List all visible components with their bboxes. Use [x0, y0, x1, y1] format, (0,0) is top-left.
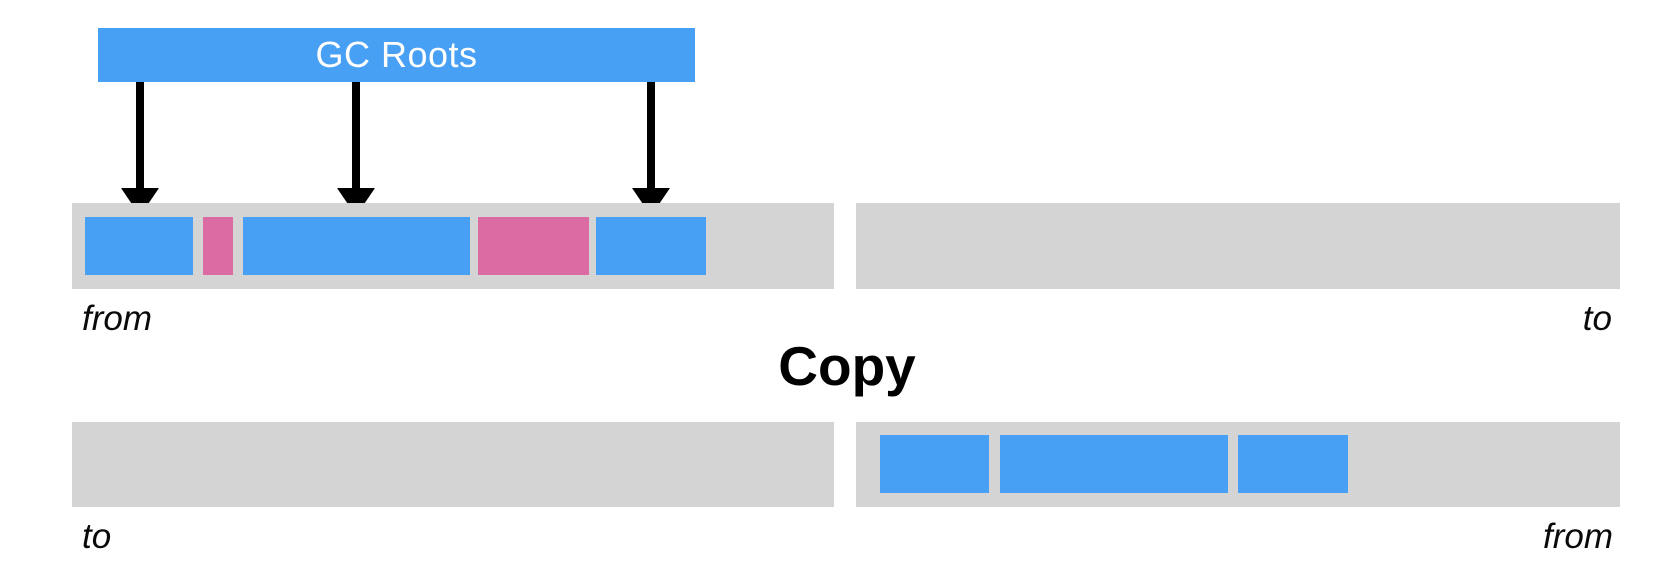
- root-pointer-arrow-icon: [632, 82, 670, 216]
- heap-from-space-bottom: [856, 422, 1620, 507]
- live-object-block: [1000, 435, 1228, 493]
- arrow-shaft: [352, 82, 360, 190]
- copy-step-label: Copy: [778, 335, 916, 397]
- live-object-block: [596, 217, 706, 275]
- root-pointer-arrow-icon: [337, 82, 375, 216]
- heap-from-space-top: [72, 203, 834, 289]
- to-space-label-top: to: [1582, 299, 1612, 338]
- live-object-block: [243, 217, 470, 275]
- live-object-block: [880, 435, 989, 493]
- heap-to-space-top: [856, 203, 1620, 289]
- to-space-label-bottom: to: [82, 517, 112, 556]
- gc-roots-box: GC Roots: [98, 28, 695, 82]
- root-pointer-arrow-icon: [121, 82, 159, 216]
- from-space-label-bottom: from: [1543, 517, 1613, 556]
- live-object-block: [1238, 435, 1348, 493]
- heap-to-space-bottom: [72, 422, 834, 507]
- from-space-label-top: from: [82, 299, 152, 338]
- arrow-shaft: [647, 82, 655, 190]
- garbage-object-block: [203, 217, 233, 275]
- live-object-block: [85, 217, 193, 275]
- garbage-object-block: [478, 217, 589, 275]
- arrow-shaft: [136, 82, 144, 190]
- gc-roots-label: GC Roots: [315, 34, 478, 75]
